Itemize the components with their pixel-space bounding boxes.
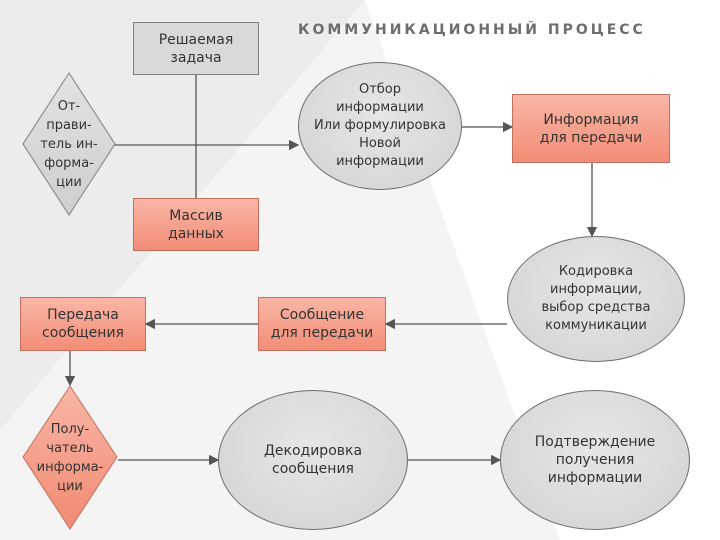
data-array-box: Массив данных [133,198,259,251]
confirmation-ellipse: Подтверждение получения информации [500,390,690,530]
diagram-title: КОММУНИКАЦИОННЫЙ ПРОЦЕСС [298,22,646,38]
receiver-label: Полу- чатель информа- ции [36,421,104,494]
task-label: Решаемая задача [158,31,234,66]
data-array-label: Массив данных [168,207,224,242]
sender-label: От- прави- тель ин- форма- ции [40,98,98,190]
encoding-label: Кодировка информации, выбор средства ком… [541,264,651,333]
sender-node: От- прави- тель ин- форма- ции [22,72,116,216]
task-box: Решаемая задача [133,22,259,75]
decoding-label: Декодировка сообщения [263,443,363,477]
message-box: Сообщение для передачи [258,297,386,351]
receiver-diamond [22,385,118,530]
selection-label: Отбор информации Или формулировка Новой … [314,82,446,169]
msg-transfer-box: Передача сообщения [20,297,146,351]
sender-diamond [22,72,116,216]
decoding-ellipse: Декодировка сообщения [218,390,408,530]
encoding-ellipse: Кодировка информации, выбор средства ком… [507,236,685,362]
receiver-node: Полу- чатель информа- ции [22,385,118,530]
confirmation-label: Подтверждение получения информации [534,434,656,486]
selection-ellipse: Отбор информации Или формулировка Новой … [298,62,462,190]
info-transfer-box: Информация для передачи [512,94,670,163]
msg-transfer-label: Передача сообщения [42,307,124,341]
info-transfer-label: Информация для передачи [539,111,643,146]
message-label: Сообщение для передачи [270,307,374,341]
